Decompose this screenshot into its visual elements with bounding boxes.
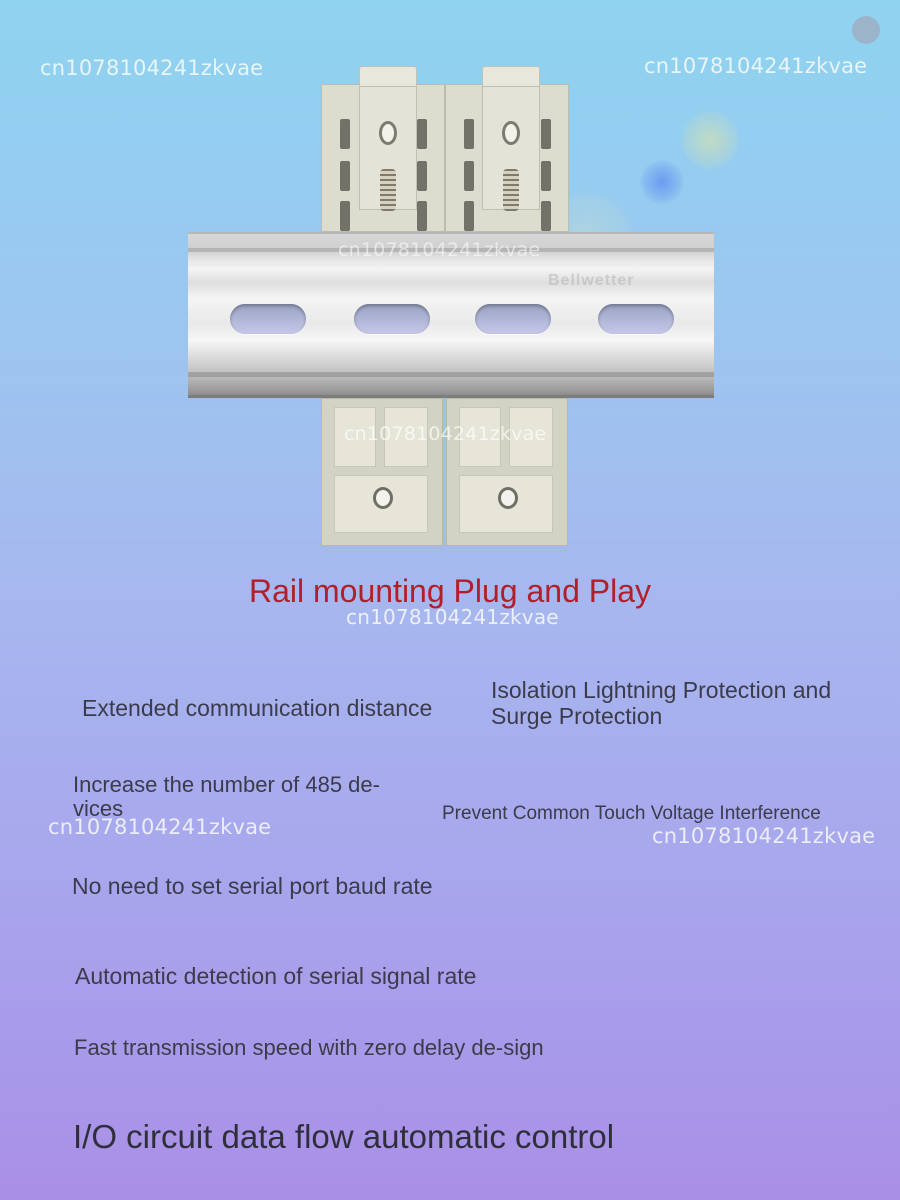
top-left-slot-1 [340, 119, 350, 149]
latch-right [482, 86, 540, 211]
feature-transmission-speed: Fast transmission speed with zero delay … [74, 1035, 544, 1060]
feature-baud-rate: No need to set serial port baud rate [72, 873, 433, 899]
feature-signal-detection: Automatic detection of serial signal rat… [75, 963, 477, 989]
feature-voltage-interference: Prevent Common Touch Voltage Interferenc… [442, 803, 821, 824]
latch-screw-right [502, 121, 520, 145]
top-right-slot-4 [541, 119, 551, 149]
latch-screw-left [379, 121, 397, 145]
headline: Rail mounting Plug and Play [248, 573, 651, 609]
rail-slot-2 [354, 304, 430, 334]
top-left-slot-4 [417, 119, 427, 149]
top-left-slot-2 [340, 161, 350, 191]
bottom-clip-left [321, 398, 443, 546]
bottom-right-screw [498, 487, 518, 509]
rail-slot-1 [230, 304, 306, 334]
lens-flare-grey [852, 16, 880, 44]
top-left-slot-5 [417, 161, 427, 191]
feature-lightning-protection: Isolation Lightning Protection and Surge… [491, 677, 832, 729]
watermark-on-clip: cn1078104241zkvae [344, 423, 547, 445]
feature-communication-distance: Extended communication distance [82, 695, 433, 721]
rail-marking: Bellwetter [548, 272, 635, 289]
rail-slot-3 [475, 304, 551, 334]
latch-spring-right [503, 169, 519, 211]
top-left-slot-3 [340, 201, 350, 231]
top-right-slot-5 [541, 161, 551, 191]
latch-left [359, 86, 417, 211]
bottom-left-panel-2 [384, 407, 428, 467]
bottom-right-panel-1 [459, 407, 501, 467]
bottom-right-panel-2 [509, 407, 553, 467]
watermark-top-right: cn1078104241zkvae [644, 54, 868, 78]
bottom-clip-right [446, 398, 568, 546]
top-left-slot-6 [417, 201, 427, 231]
bottom-left-panel-1 [334, 407, 376, 467]
bottom-left-screw [373, 487, 393, 509]
din-rail-product-image: Bellwetter [188, 66, 714, 550]
watermark-middle-right: cn1078104241zkvae [652, 824, 876, 848]
top-right-slot-2 [464, 161, 474, 191]
rail-slot-4 [598, 304, 674, 334]
watermark-under-headline: cn1078104241zkvae [346, 605, 559, 629]
feature-data-flow-control: I/O circuit data flow automatic control [73, 1118, 615, 1155]
watermark-top-left: cn1078104241zkvae [40, 56, 264, 80]
din-rail: Bellwetter [188, 232, 714, 398]
top-right-slot-1 [464, 119, 474, 149]
feature-device-count: Increase the number of 485 de-vices [73, 772, 380, 821]
top-right-slot-3 [464, 201, 474, 231]
watermark-middle-left: cn1078104241zkvae [48, 815, 272, 839]
top-right-slot-6 [541, 201, 551, 231]
latch-spring-left [380, 169, 396, 211]
watermark-on-rail: cn1078104241zkvae [338, 239, 541, 261]
